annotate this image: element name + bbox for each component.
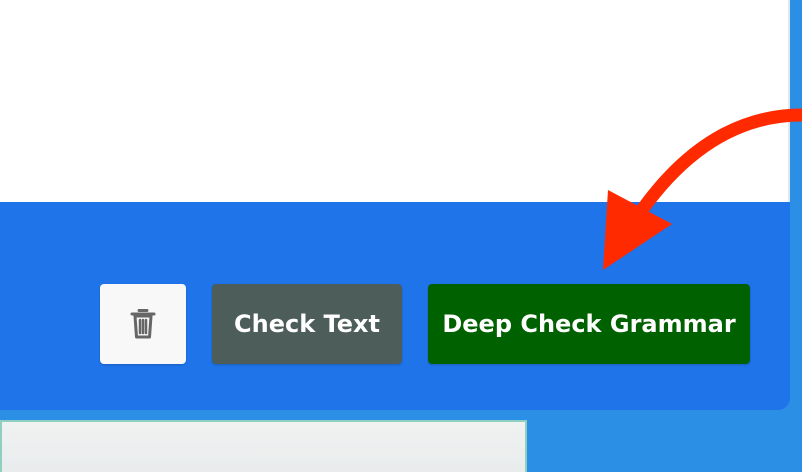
- trash-icon: [130, 309, 156, 339]
- grammar-editor-panel: Check Text Deep Check Grammar: [0, 0, 790, 410]
- text-input-area[interactable]: [0, 0, 790, 202]
- clear-text-button[interactable]: [100, 284, 186, 364]
- text-area-edge: [788, 0, 790, 202]
- bottom-panel: [0, 420, 527, 472]
- check-text-button[interactable]: Check Text: [212, 284, 402, 364]
- deep-check-grammar-button[interactable]: Deep Check Grammar: [428, 284, 750, 364]
